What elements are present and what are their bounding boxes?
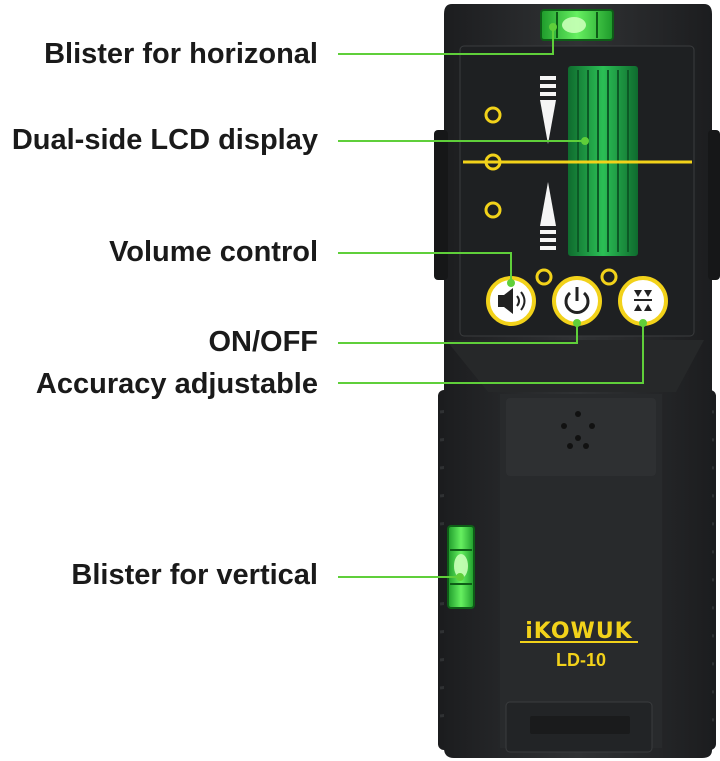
horizontal-blister xyxy=(540,9,614,41)
model-label: LD-10 xyxy=(556,650,606,670)
speaker-icon xyxy=(498,288,526,314)
indicator-rings xyxy=(484,106,618,286)
volume-button[interactable] xyxy=(486,276,536,326)
leader-horizontal-blister xyxy=(338,27,554,55)
power-icon xyxy=(564,287,590,314)
speaker-grille xyxy=(561,411,595,449)
power-button[interactable] xyxy=(552,276,602,326)
lower-front-panel xyxy=(500,394,662,748)
label-volume-control: Volume control xyxy=(109,236,318,268)
label-horizontal-blister: Blister for horizonal xyxy=(44,38,318,70)
leader-accuracy xyxy=(338,323,644,384)
level-arrows xyxy=(540,76,556,250)
leader-on-off xyxy=(338,323,578,344)
accuracy-icon xyxy=(634,290,652,311)
leader-lines xyxy=(338,23,647,581)
leader-volume-control xyxy=(338,252,512,283)
label-vertical-blister: Blister for vertical xyxy=(71,559,318,591)
label-lcd-display: Dual-side LCD display xyxy=(11,124,318,156)
brand-logo: iKOWUK xyxy=(525,619,632,644)
label-accuracy: Accuracy adjustable xyxy=(35,368,318,400)
accuracy-button[interactable] xyxy=(618,276,668,326)
vertical-blister xyxy=(447,525,475,609)
label-on-off: ON/OFF xyxy=(208,326,318,358)
